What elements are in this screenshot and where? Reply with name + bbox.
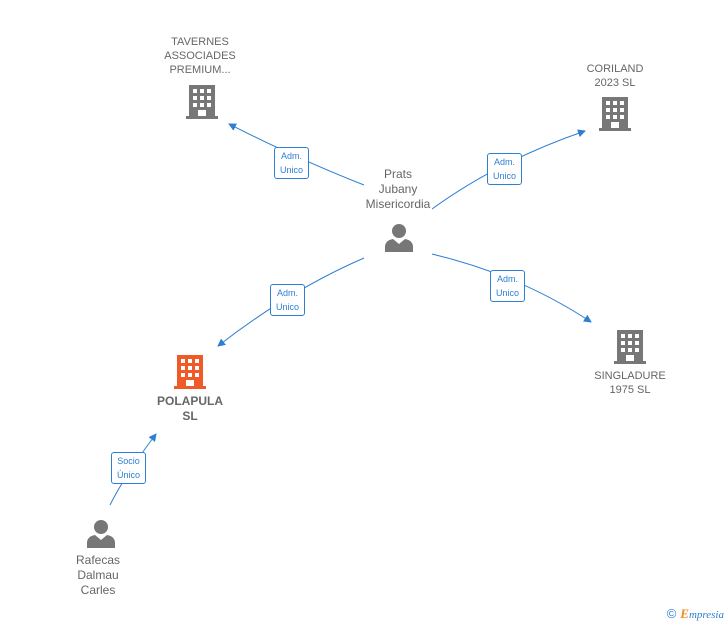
person-label-line: Rafecas: [75, 553, 121, 567]
building-icon-coriland[interactable]: [599, 97, 631, 131]
company-label-line: SL: [182, 409, 198, 423]
person-icon-prats[interactable]: [384, 222, 414, 252]
person-label-rafecas[interactable]: Rafecas Dalmau Carles: [48, 553, 148, 598]
edge-label-polapula[interactable]: Adm. Unico: [270, 284, 306, 316]
empresia-logo[interactable]: ©Empresia: [667, 606, 724, 622]
edge-label-singladure[interactable]: Adm. Unico: [490, 270, 526, 302]
brand-name: mpresia: [688, 609, 724, 621]
company-label-singladure[interactable]: SINGLADURE 1975 SL: [575, 369, 685, 397]
company-label-line: ASSOCIADES: [164, 50, 236, 62]
person-label-line: Dalmau: [77, 568, 119, 582]
edge-label-line: Unico: [280, 165, 304, 175]
edge-label-line: Unico: [276, 302, 300, 312]
edge-label-line: Adm.: [497, 274, 519, 284]
edge-label-line: Único: [117, 470, 141, 480]
company-label-tavernes[interactable]: TAVERNES ASSOCIADES PREMIUM...: [140, 35, 260, 77]
edge-label-line: Unico: [496, 288, 520, 298]
building-icon-tavernes[interactable]: [186, 85, 218, 119]
edge-label-line: Adm.: [494, 157, 516, 167]
edge-label-line: Adm.: [281, 151, 303, 161]
person-label-line: Carles: [80, 583, 116, 597]
edge-label-coriland[interactable]: Adm. Unico: [487, 153, 523, 185]
person-label-line: Jubany: [378, 182, 418, 196]
edge-label-line: Adm.: [277, 288, 299, 298]
person-label-prats[interactable]: Prats Jubany Misericordia: [346, 167, 450, 212]
edge-label-line: Socio: [117, 456, 140, 466]
copyright-symbol: ©: [666, 606, 677, 621]
company-label-coriland[interactable]: CORILAND 2023 SL: [565, 62, 665, 90]
edge-label-line: Unico: [493, 171, 517, 181]
company-label-line: SINGLADURE: [594, 370, 666, 382]
company-label-line: 2023 SL: [594, 77, 636, 89]
brand-initial: E: [680, 606, 689, 621]
building-icon-polapula[interactable]: [174, 355, 206, 389]
edge-label-tavernes[interactable]: Adm. Unico: [274, 147, 310, 179]
company-label-line: PREMIUM...: [169, 64, 231, 76]
person-label-line: Prats: [383, 167, 412, 181]
company-label-line: 1975 SL: [609, 384, 651, 396]
company-label-polapula[interactable]: POLAPULA SL: [130, 394, 250, 424]
person-label-line: Misericordia: [365, 197, 431, 211]
company-label-line: POLAPULA: [157, 394, 223, 408]
company-label-line: TAVERNES: [171, 36, 229, 48]
building-icon-singladure[interactable]: [614, 330, 646, 364]
person-icon-rafecas[interactable]: [86, 518, 116, 548]
edge-label-rafecas-polapula[interactable]: Socio Único: [111, 452, 147, 484]
company-label-line: CORILAND: [586, 63, 644, 75]
